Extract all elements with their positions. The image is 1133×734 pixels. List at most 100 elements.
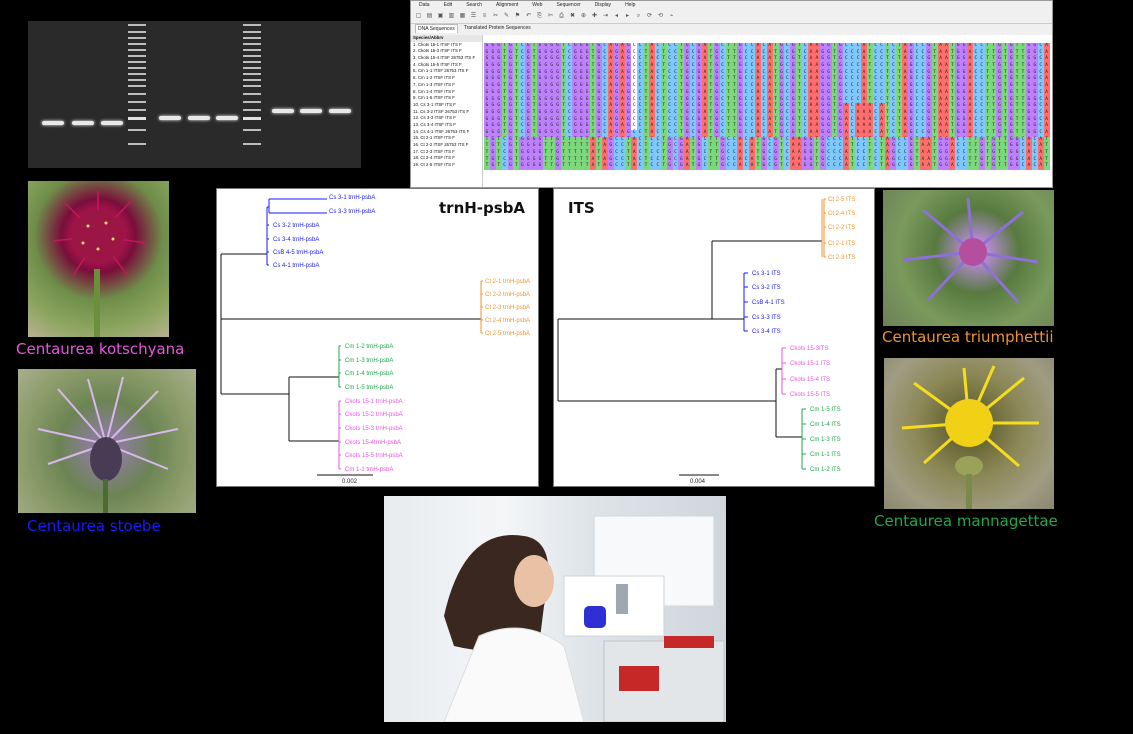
sequence-name[interactable]: 5. Cm 1-1 ITSF 26753 ITS F: [413, 68, 469, 74]
toolbar-button-icon[interactable]: ⇥: [602, 13, 609, 19]
menu-item[interactable]: Alignment: [496, 2, 519, 8]
toolbar-button-icon[interactable]: ◂: [614, 13, 618, 19]
nucleotide-cell: G: [908, 83, 915, 90]
nucleotide-cell: C: [654, 56, 661, 64]
sequence-name[interactable]: 3. Ckots 15-4 ITSF 26753 ITS F: [413, 55, 476, 61]
sequence-name[interactable]: 9. Cm 1-5 ITSF ITS F: [413, 95, 455, 101]
nucleotide-cell: A: [813, 89, 820, 97]
nucleotide-cell: G: [489, 103, 496, 110]
nucleotide-cell: A: [754, 109, 761, 117]
nucleotide-cell: A: [967, 129, 973, 137]
sequence-name[interactable]: 12. Cs 3-3 ITSF ITS F: [413, 115, 456, 121]
toolbar-button-icon[interactable]: ↶: [525, 13, 532, 19]
nucleotide-cell: G: [978, 163, 985, 171]
toolbar-button-icon[interactable]: ✂: [492, 13, 499, 19]
toolbar-button-icon[interactable]: ⎙: [559, 13, 564, 19]
toolbar-button-icon[interactable]: ⟳: [646, 13, 653, 19]
nucleotide-cell: C: [690, 123, 697, 130]
nucleotide-cell: A: [648, 89, 655, 97]
toolbar-button-icon[interactable]: ▢: [415, 13, 422, 19]
toolbar-button-icon[interactable]: ✚: [591, 13, 598, 19]
sequence-name[interactable]: 10. Cs 3-1 ITSF ITS F: [413, 101, 456, 107]
toolbar-button-icon[interactable]: ✄: [547, 13, 554, 19]
nucleotide-cell: T: [731, 69, 738, 77]
toolbar-button-icon[interactable]: ≡: [482, 13, 487, 19]
nucleotide-cell: G: [925, 89, 932, 97]
nucleotide-cell: G: [1031, 103, 1038, 110]
sequence-name[interactable]: 6. Cm 1-2 ITSF ITS F: [413, 75, 455, 81]
sequence-name[interactable]: 11. Cs 3-2 ITSF 26753 ITS F: [413, 108, 470, 114]
sequence-name[interactable]: 8. Cm 1-4 ITSF ITS F: [413, 88, 455, 94]
menu-item[interactable]: Sequencer: [556, 2, 581, 8]
menu-item[interactable]: Help: [625, 2, 636, 8]
toolbar-button-icon[interactable]: ▣: [437, 13, 444, 19]
nucleotide-cell: A: [967, 76, 973, 84]
nucleotide-cell: A: [807, 109, 814, 117]
nucleotide-cell: A: [631, 136, 638, 144]
toolbar-button-icon[interactable]: ✎: [503, 13, 510, 19]
nucleotide-cell: G: [542, 123, 549, 130]
toolbar-button-icon[interactable]: ✖: [569, 13, 576, 19]
sequence-name[interactable]: 19. Ct 2-5 ITSF ITS F: [413, 162, 455, 168]
sequence-name[interactable]: 18. Ct 2-4 ITSF ITS F: [413, 155, 455, 161]
toolbar-button-icon[interactable]: ▤: [426, 13, 433, 19]
menu-item[interactable]: Data: [419, 2, 430, 8]
nucleotide-cell: G: [1025, 56, 1032, 64]
sequence-name[interactable]: 14. Cs 4-1 ITSF 26753 ITS F: [413, 128, 470, 134]
menu-item[interactable]: Web: [532, 2, 543, 8]
toolbar-button-icon[interactable]: ▥: [448, 13, 455, 19]
toolbar-button-icon[interactable]: ☰: [470, 13, 477, 19]
sequence-name[interactable]: 7. Cm 1-3 ITSF ITS F: [413, 81, 455, 87]
nucleotide-cell: G: [537, 56, 543, 64]
sequence-name[interactable]: 15. Ct 2-1 ITSF ITS F: [413, 135, 455, 141]
toolbar-button-icon[interactable]: ▦: [459, 13, 466, 19]
nucleotide-cell: T: [731, 49, 738, 57]
nucleotide-cell: C: [802, 83, 808, 90]
nucleotide-cell: G: [584, 96, 591, 104]
tab-translated-protein[interactable]: Translated Protein Sequences: [463, 25, 531, 31]
toolbar-button-icon[interactable]: ▸: [625, 13, 629, 19]
toolbar-button-icon[interactable]: ⌕: [636, 13, 641, 19]
nucleotide-cell: T: [513, 143, 520, 150]
menu-item[interactable]: Search: [466, 2, 483, 8]
toolbar-button-icon[interactable]: ⚑: [514, 13, 521, 19]
nucleotide-cell: G: [778, 123, 785, 130]
sequence-name[interactable]: 1. Ckots 15-1 ITSF ITS F: [413, 41, 462, 47]
nucleotide-cell: A: [807, 43, 814, 50]
tab-dna-sequences[interactable]: DNA Sequences: [415, 24, 458, 33]
toolbar-button-icon[interactable]: ⊕: [580, 13, 587, 19]
nucleotide-cell: G: [807, 163, 814, 171]
menu-item[interactable]: Edit: [443, 2, 453, 8]
nucleotide-cell: G: [937, 156, 944, 164]
sequence-name[interactable]: 2. Ckots 15-3 ITSF ITS F: [413, 48, 462, 54]
nucleotide-cell: A: [754, 103, 761, 110]
sequence-name[interactable]: 13. Cs 3-4 ITSF ITS F: [413, 121, 456, 127]
nucleotide-cell: A: [937, 96, 944, 104]
nucleotide-cell: C: [784, 129, 791, 137]
nucleotide-cell: G: [525, 96, 532, 104]
toolbar-button-icon[interactable]: ⟲: [657, 13, 664, 19]
nucleotide-cell: C: [519, 103, 526, 110]
nucleotide-cell: G: [548, 69, 555, 77]
nucleotide-cell: T: [572, 143, 579, 150]
tree-leaf-label: Ckots 15-5 trnH-psbA: [345, 453, 403, 459]
nucleotide-cell: T: [513, 96, 520, 104]
nucleotide-cell: T: [707, 109, 714, 117]
toolbar-button-icon[interactable]: ⌁: [669, 13, 674, 19]
nucleotide-cell: G: [542, 109, 549, 117]
nucleotide-cell: C: [955, 136, 962, 144]
menu-item[interactable]: Display: [594, 2, 612, 8]
nucleotide-cell: T: [931, 56, 938, 64]
sequence-name[interactable]: 17. Ct 2-3 ITSF ITS F: [413, 148, 455, 154]
sequence-name[interactable]: 4. Ckots 15-5 ITSF ITS F: [413, 61, 462, 67]
nucleotide-cell: C: [890, 103, 897, 110]
nucleotide-cell: G: [537, 163, 543, 171]
nucleotide-cell: G: [554, 150, 561, 157]
sequence-name[interactable]: 16. Ct 2-2 ITSF 26753 ITS F: [413, 142, 469, 147]
toolbar-button-icon[interactable]: ⎘: [537, 13, 542, 19]
nucleotide-cell: T: [625, 150, 632, 157]
nucleotide-cell: T: [1002, 43, 1009, 50]
nucleotide-cell: T: [660, 63, 667, 70]
nucleotide-cell: C: [978, 123, 985, 130]
